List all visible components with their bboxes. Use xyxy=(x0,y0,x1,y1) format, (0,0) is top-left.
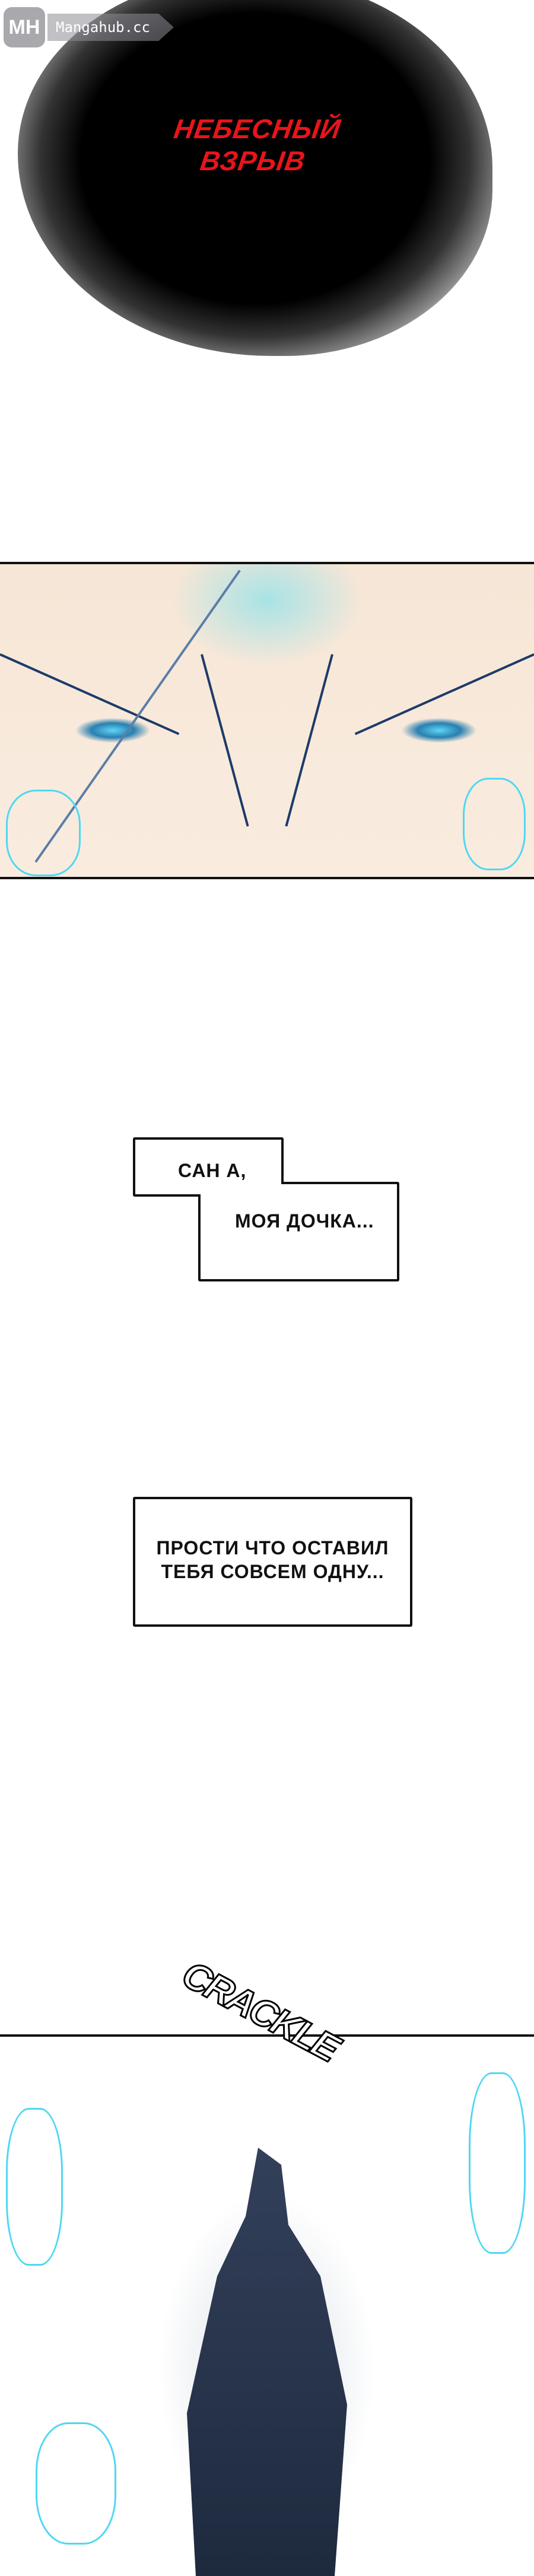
technique-title: НЕБЕСНЫЙ ВЗРЫВ xyxy=(161,113,348,177)
lightning-icon xyxy=(463,778,526,870)
lightning-icon xyxy=(6,790,81,876)
nose-line xyxy=(201,654,249,827)
black-ink-splash xyxy=(18,0,492,356)
lightning-icon xyxy=(6,2108,63,2266)
dialogue-line: МОЯ ДОЧКА... xyxy=(235,1210,374,1232)
title-line-1: НЕБЕСНЫЙ xyxy=(171,113,343,144)
watermark: MH Mangahub.cc xyxy=(4,7,174,47)
speech-box-2: ПРОСТИ ЧТО ОСТАВИЛ ТЕБЯ СОВСЕМ ОДНУ... xyxy=(133,1497,412,1627)
dialogue-line: ПРОСТИ ЧТО ОСТАВИЛ xyxy=(156,1537,389,1559)
watermark-logo: MH xyxy=(4,7,45,47)
dialogue-line: САН А, xyxy=(178,1160,247,1181)
nose-line xyxy=(285,654,333,827)
lightning-icon xyxy=(469,2072,526,2254)
brow-line xyxy=(354,653,534,736)
lightning-icon xyxy=(36,2422,116,2545)
watermark-site: Mangahub.cc xyxy=(47,14,174,41)
eyes-closeup-panel xyxy=(0,562,534,879)
title-line-2: ВЗРЫВ xyxy=(198,145,308,176)
dialogue-line: ТЕБЯ СОВСЕМ ОДНУ... xyxy=(161,1561,384,1582)
